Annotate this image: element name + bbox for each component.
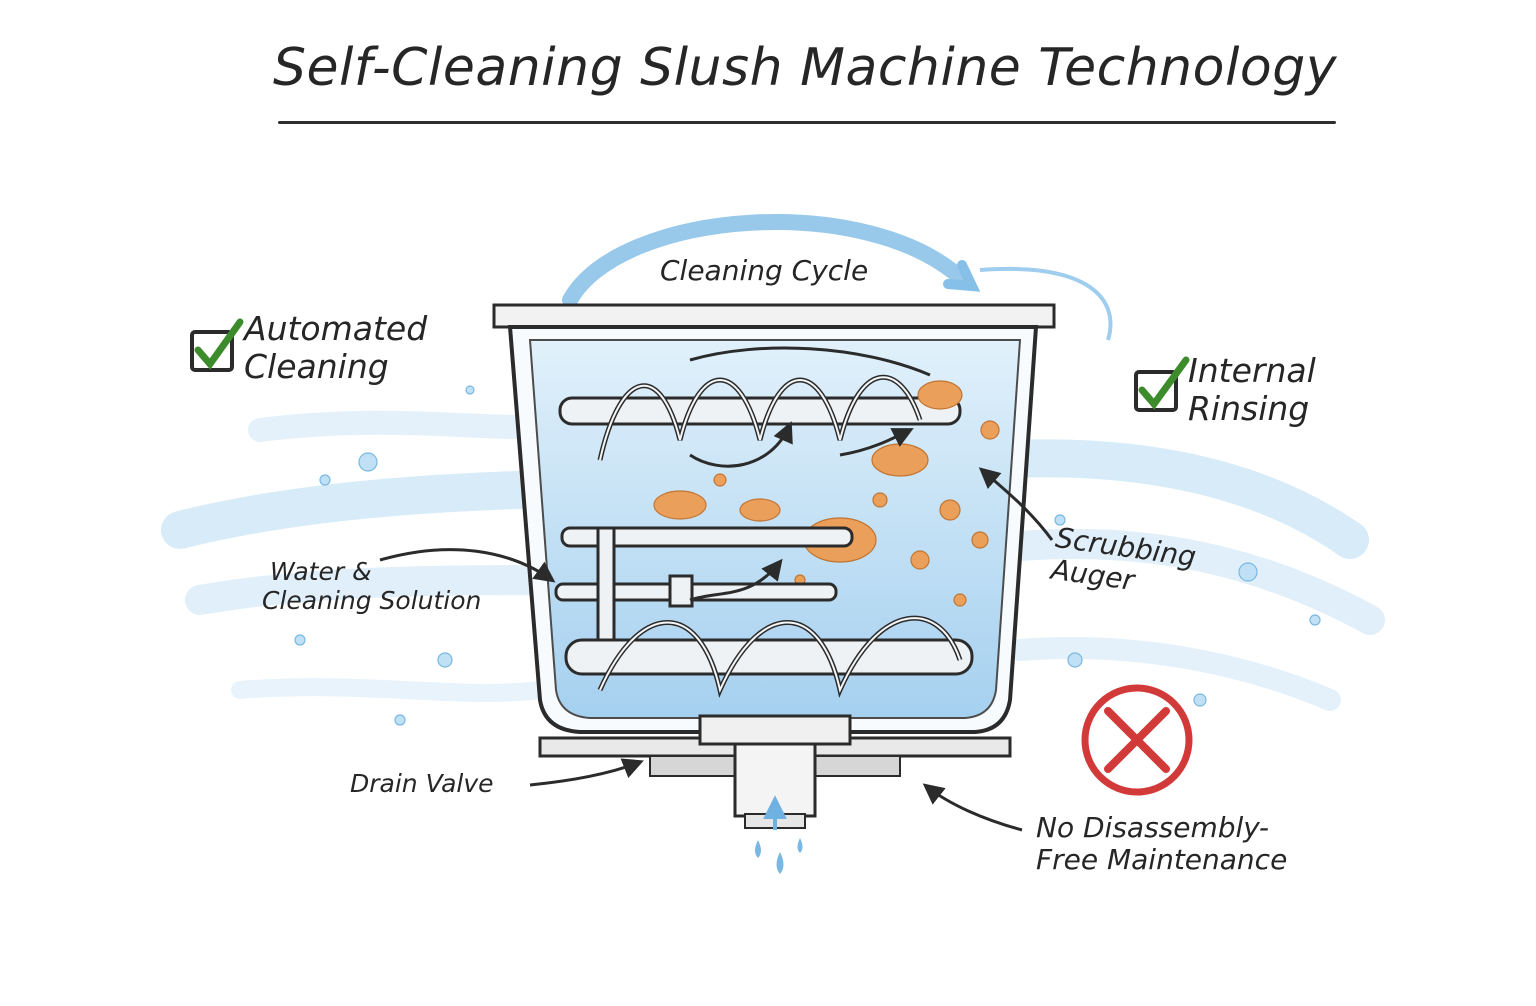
automated-cleaning-label: Automated Cleaning (244, 309, 428, 386)
water-solution-arrow (379, 548, 556, 583)
page-title: Self-Cleaning Slush Machine Technology (272, 38, 1337, 98)
cleaning-cycle-arc (562, 214, 973, 308)
internal-rinsing-label: Internal Rinsing (1188, 351, 1316, 428)
internal-rinsing-check-icon (1134, 356, 1190, 412)
water-droplets (294, 385, 1321, 726)
automated-cleaning-check-icon (190, 318, 244, 372)
no-disassembly-arrow (922, 783, 1023, 832)
top-auger (558, 346, 962, 461)
no-disassembly-x-icon (1081, 684, 1193, 796)
drain-valve-label: Drain Valve (350, 769, 494, 798)
mixing-shaft (554, 526, 854, 670)
scrubbing-auger-arrow (978, 467, 1054, 541)
drain-valve-arrow (529, 758, 644, 787)
water-solution-label: Water & Cleaning Solution (262, 557, 482, 615)
tank-lid (492, 303, 1056, 329)
no-disassembly-label: No Disassembly- Free Maintenance (1036, 811, 1288, 877)
drain-valve (538, 714, 1012, 874)
title-underline (278, 121, 1336, 124)
cleaning-cycle-label: Cleaning Cycle (660, 254, 869, 287)
bottom-auger (564, 615, 974, 698)
